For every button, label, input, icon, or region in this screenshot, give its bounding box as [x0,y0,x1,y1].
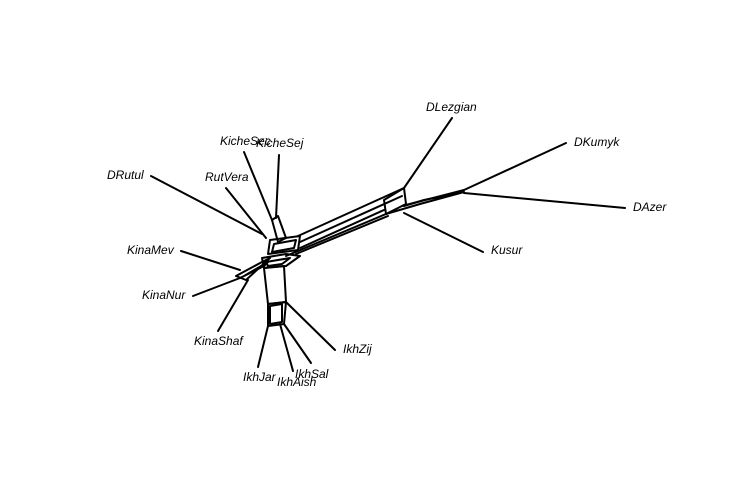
taxon-label-ikhjar: IkhJar [243,370,277,384]
edge-dlezgian [403,117,453,189]
taxon-label-drutul: DRutul [107,168,144,182]
bridge-edge [285,213,387,257]
taxon-label-ikhaish: IkhAish [277,375,317,389]
edge-rutvera [225,187,267,239]
bridge-edge [295,215,389,255]
taxon-label-ikhzij: IkhZij [343,342,372,356]
edge-ikhzij [285,301,336,351]
edge-kusur [403,212,484,253]
edge-kinamev [180,250,241,271]
taxon-labels: DLezgian DKumyk DAzer Kusur DRutul Kiche… [107,100,667,389]
edge-ikhjar [257,325,269,368]
network-core [235,215,301,327]
taxon-label-kusur: Kusur [491,243,523,257]
network-bridge [285,187,465,257]
edge-ikhsal [283,323,312,364]
edge-kinashaf [217,279,249,332]
taxon-label-dazer: DAzer [633,200,667,214]
edge-kichesej [275,154,280,219]
edge-kichesec [243,151,273,221]
bridge-edge [299,195,403,243]
bridge-edge [299,209,385,249]
bridge-edge [401,189,465,207]
core-parallel-edge [265,257,291,267]
core-parallel-edge [239,261,269,279]
taxon-label-kinamev: KinaMev [127,243,175,257]
bridge-edge [297,187,405,237]
taxon-label-ikhsal: IkhSal [295,367,329,381]
taxon-label-rutvera: RutVera [205,170,249,184]
edge-dazer [463,192,626,209]
taxon-label-kinanur: KinaNur [142,288,186,302]
taxon-label-kichesec: KicheSec [220,134,271,148]
edge-drutul [150,175,263,235]
core-parallel-edge [235,257,271,281]
bridge-node-box [385,191,465,215]
taxon-label-dkumyk: DKumyk [574,135,620,149]
edge-ikhaish [279,323,294,372]
core-parallel-edge [269,303,283,325]
taxon-label-kinashaf: KinaShaf [194,334,244,348]
edge-dkumyk [463,142,567,191]
edge-kinanur [192,277,241,297]
core-parallel-edge [271,239,297,253]
taxon-label-kichesej: KicheSej [256,136,304,150]
core-parallel-edge [263,265,287,305]
pendant-edges [150,117,626,372]
taxon-label-dlezgian: DLezgian [426,100,477,114]
